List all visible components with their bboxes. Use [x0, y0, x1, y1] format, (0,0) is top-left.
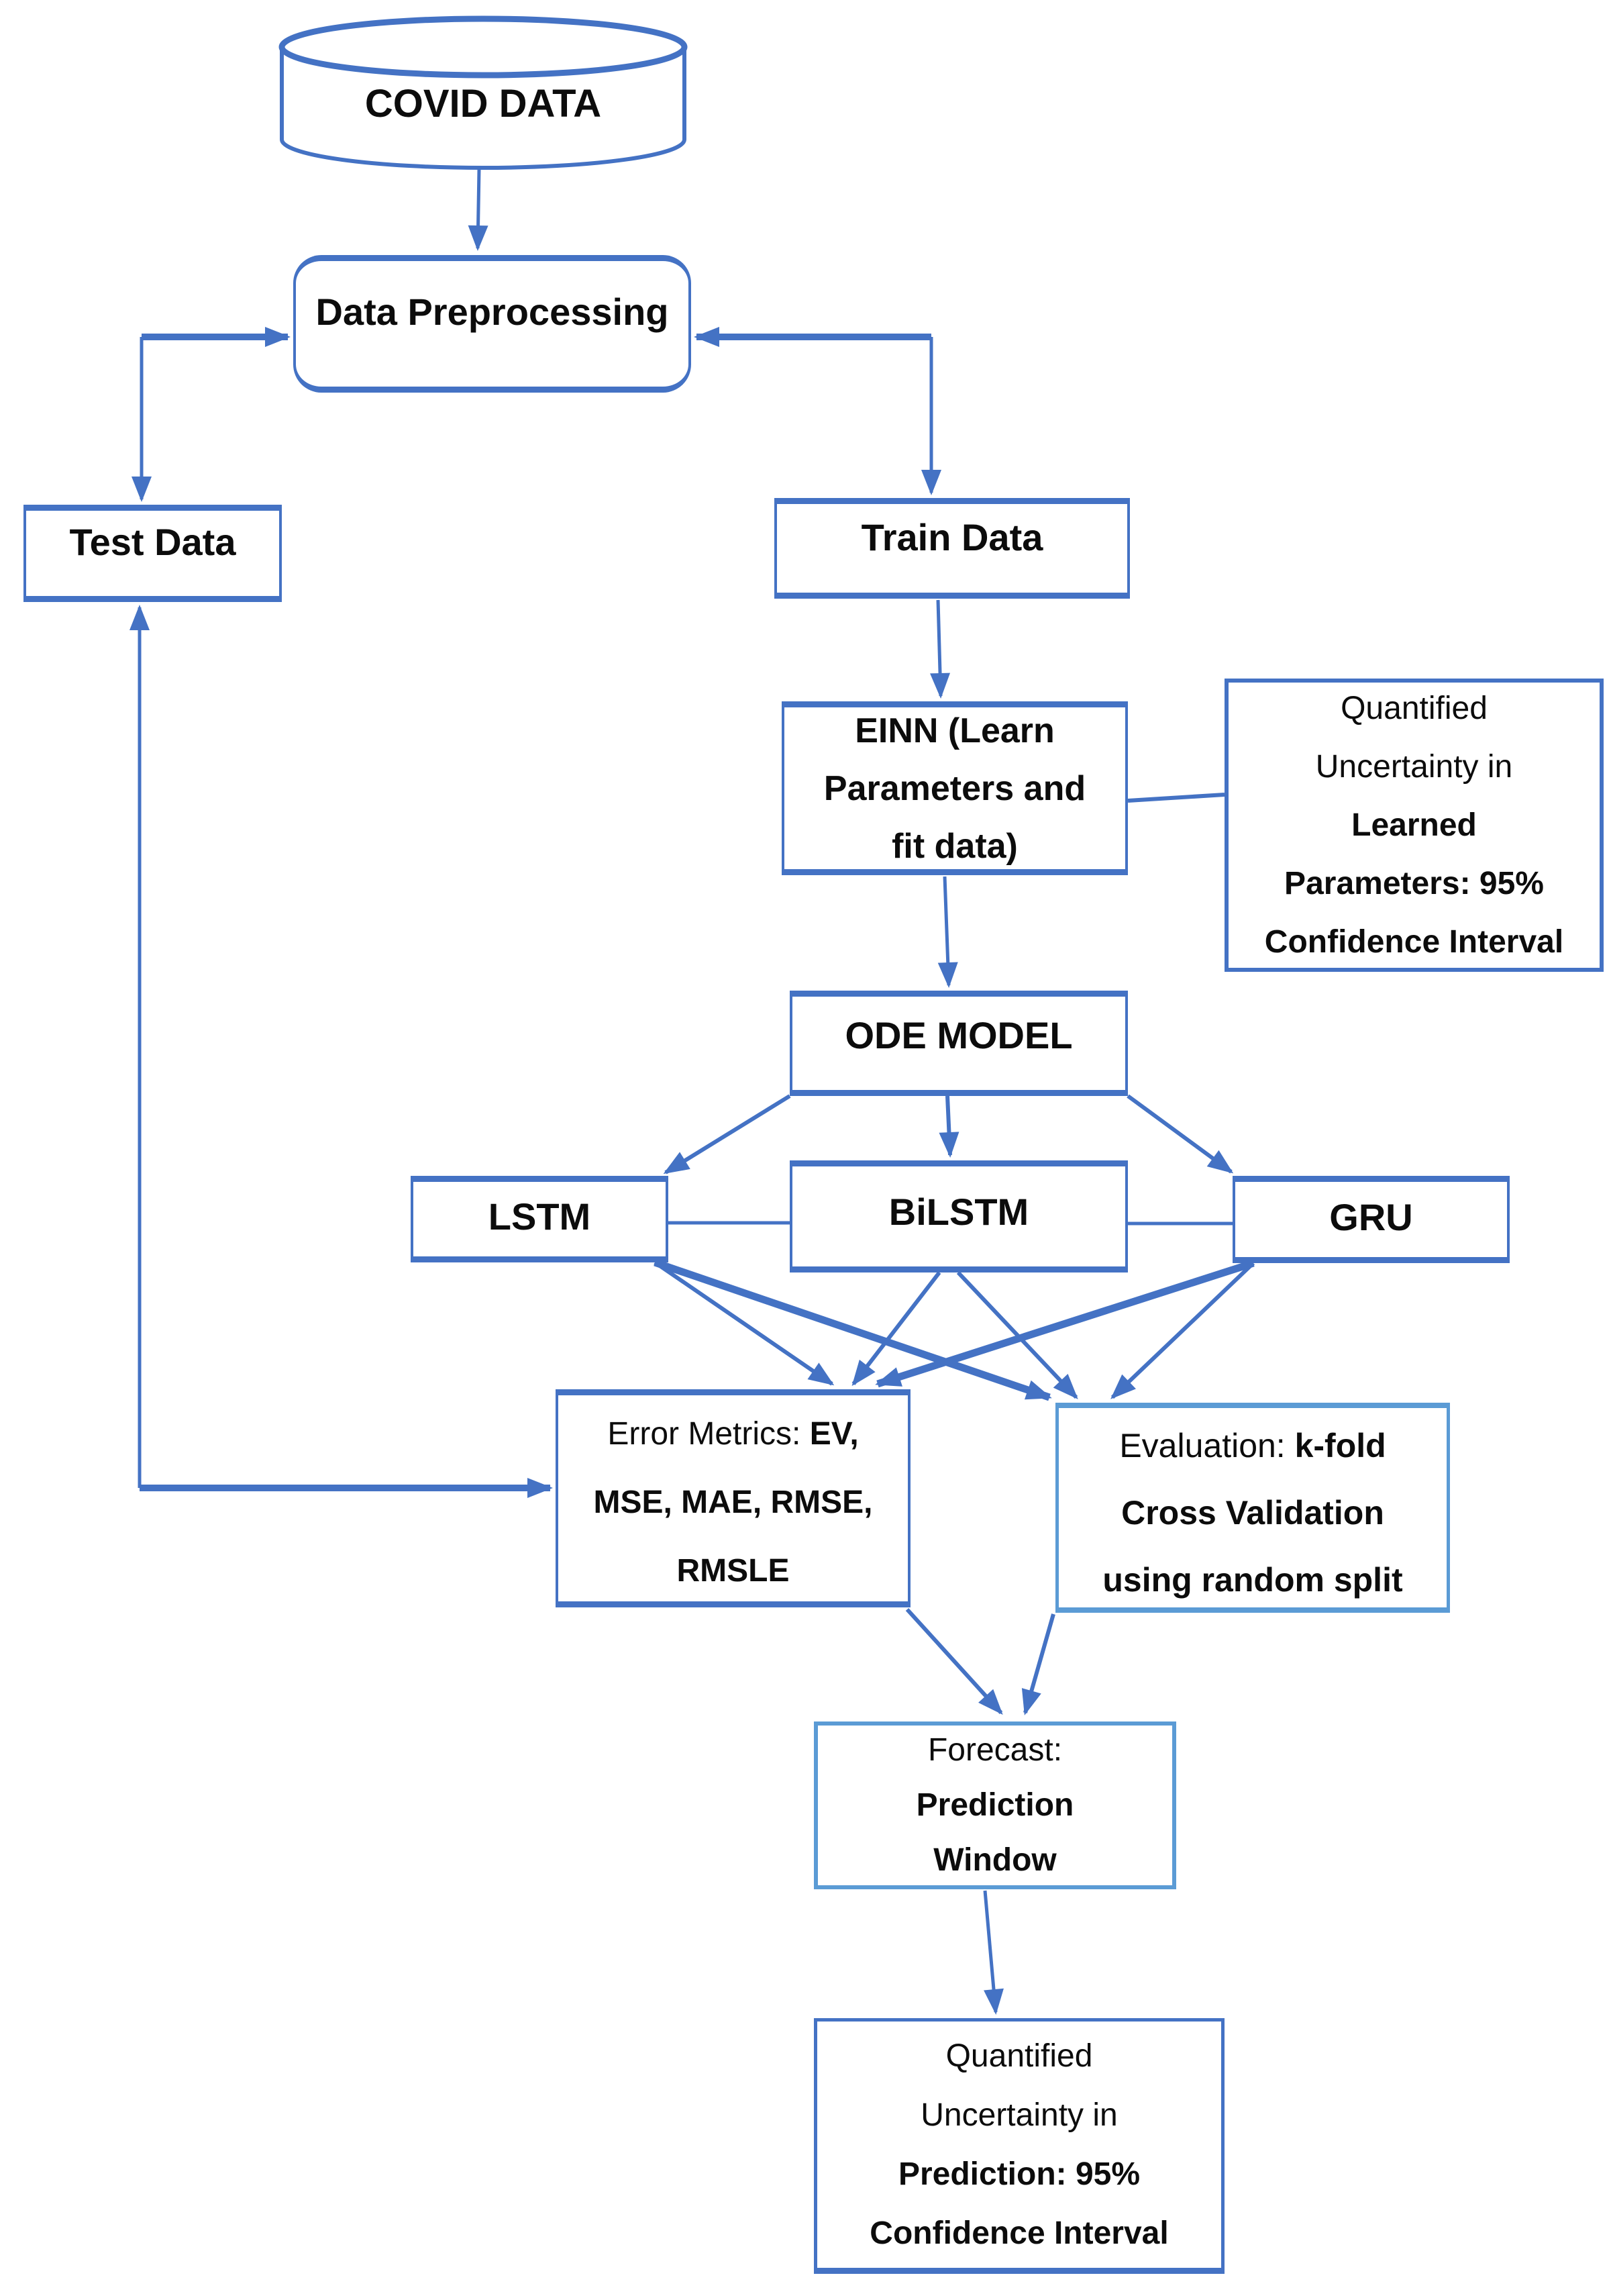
lstm-label: LSTM	[488, 1195, 591, 1238]
arrow-gru-to-error-metrics	[875, 1259, 1255, 1388]
error-metrics-line2: MSE, MAE, RMSE,	[593, 1484, 873, 1520]
data-preprocessing-label: Data Preprocessing	[315, 291, 669, 333]
gru-node: GRU	[1233, 1176, 1510, 1263]
uncertainty-params-line5: Confidence Interval	[1264, 924, 1564, 960]
arrow-train-to-einn	[930, 599, 951, 699]
arrow-einn-to-ode	[937, 876, 958, 988]
error-metrics-prefix: Error Metrics:	[607, 1415, 810, 1452]
uncertainty-pred-line4: Confidence Interval	[870, 2215, 1169, 2251]
evaluation-prefix: Evaluation:	[1119, 1426, 1295, 1464]
forecast-line3: Window	[933, 1842, 1057, 1878]
einn-label-line2: Parameters and	[823, 768, 1086, 808]
evaluation-line3: using random split	[1102, 1560, 1403, 1599]
arrow-cylinder-to-preprocessing	[468, 168, 488, 251]
ode-model-label: ODE MODEL	[845, 1014, 1073, 1056]
uncertainty-prediction-node: Quantified Uncertainty in Prediction: 95…	[814, 2018, 1225, 2274]
arrow-lstm-to-evaluation	[654, 1258, 1052, 1401]
covid-data-node: COVID DATA	[282, 42, 684, 166]
train-data-node: Train Data	[774, 498, 1130, 599]
forecast-line1: Forecast:	[927, 1732, 1063, 1768]
forecast-line2: Prediction	[916, 1787, 1074, 1823]
uncertainty-params-line3: Learned	[1351, 807, 1477, 843]
uncertainty-pred-line2: Uncertainty in	[921, 2097, 1118, 2133]
arrow-evaluation-to-forecast	[1021, 1613, 1055, 1715]
error-metrics-node: Error Metrics: EV, MSE, MAE, RMSE, RMSLE	[556, 1389, 911, 1607]
arrow-forecast-to-uncertainty-prediction	[983, 1890, 1004, 2015]
error-metrics-line1: Error Metrics: EV,	[607, 1400, 858, 1468]
arrow-bilstm-to-error-metrics	[851, 1271, 941, 1387]
covid-data-label: COVID DATA	[364, 82, 602, 126]
evaluation-line2: Cross Validation	[1121, 1493, 1384, 1532]
uncertainty-params-line2: Uncertainty in	[1315, 749, 1513, 785]
arrow-ode-to-bilstm	[939, 1095, 959, 1158]
uncertainty-learned-parameters-node: Quantified Uncertainty in Learned Parame…	[1225, 679, 1604, 972]
bilstm-node: BiLSTM	[790, 1160, 1128, 1272]
arrow-ode-to-gru	[1127, 1094, 1234, 1174]
evaluation-node: Evaluation: k-fold Cross Validation usin…	[1055, 1403, 1450, 1613]
uncertainty-params-line4: Parameters: 95%	[1284, 866, 1544, 901]
arrow-lstm-to-error-metrics	[654, 1260, 835, 1386]
bilstm-label: BiLSTM	[888, 1191, 1029, 1233]
link-einn-to-uncertainty-params	[1127, 793, 1225, 803]
ode-model-node: ODE MODEL	[790, 991, 1128, 1096]
error-metrics-ev: EV,	[809, 1415, 859, 1452]
arrow-bilstm-to-evaluation	[956, 1270, 1078, 1399]
arrow-error-metrics-to-forecast	[905, 1607, 1003, 1715]
connectors	[129, 168, 1255, 2015]
covid-data-cylinder-shape	[278, 15, 688, 170]
evaluation-line1: Evaluation: k-fold	[1119, 1412, 1386, 1479]
arrow-ode-to-lstm	[663, 1094, 791, 1175]
uncertainty-params-line1: Quantified	[1341, 691, 1488, 726]
einn-label-line1: EINN (Learn	[855, 711, 1055, 750]
forecast-node: Forecast: Prediction Window	[814, 1721, 1176, 1889]
einn-node: EINN (Learn Parameters and fit data)	[782, 701, 1128, 875]
uncertainty-pred-line3: Prediction: 95%	[898, 2156, 1141, 2192]
train-data-label: Train Data	[861, 515, 1043, 558]
gru-label: GRU	[1329, 1195, 1413, 1238]
arrow-gru-to-evaluation	[1110, 1261, 1255, 1399]
error-metrics-line3: RMSLE	[676, 1552, 790, 1589]
test-data-label: Test Data	[69, 521, 236, 563]
uncertainty-pred-line1: Quantified	[945, 2038, 1093, 2074]
data-preprocessing-node: Data Preprocessing	[293, 255, 691, 393]
test-data-node: Test Data	[23, 505, 282, 602]
einn-label-line3: fit data)	[892, 826, 1018, 866]
evaluation-kfold: k-fold	[1294, 1426, 1386, 1464]
lstm-node: LSTM	[411, 1176, 668, 1262]
